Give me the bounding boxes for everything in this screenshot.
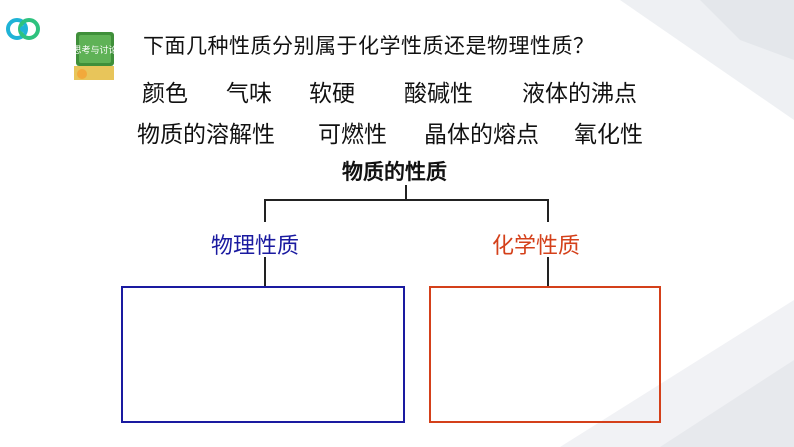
physical-properties-box[interactable] (121, 286, 405, 423)
question-text: 下面几种性质分别属于化学性质还是物理性质？ (143, 34, 595, 58)
property-item: 气味 (226, 81, 272, 107)
physical-properties-label: 物理性质 (211, 234, 300, 259)
property-item: 颜色 (142, 81, 188, 107)
property-item: 物质的溶解性 (137, 122, 275, 148)
property-item: 液体的沸点 (522, 81, 637, 107)
property-item: 软硬 (309, 81, 355, 107)
property-item: 可燃性 (318, 122, 387, 148)
discussion-badge-icon: 思考与讨论 (72, 32, 118, 80)
logo-icon (6, 18, 40, 40)
badge-text: 思考与讨论 (72, 44, 117, 56)
property-item: 氧化性 (574, 122, 643, 148)
property-item: 晶体的熔点 (424, 122, 539, 148)
center-title: 物质的性质 (342, 160, 447, 184)
chemical-properties-box[interactable] (429, 286, 661, 423)
property-item: 酸碱性 (404, 81, 473, 107)
chemical-properties-label: 化学性质 (492, 234, 581, 259)
